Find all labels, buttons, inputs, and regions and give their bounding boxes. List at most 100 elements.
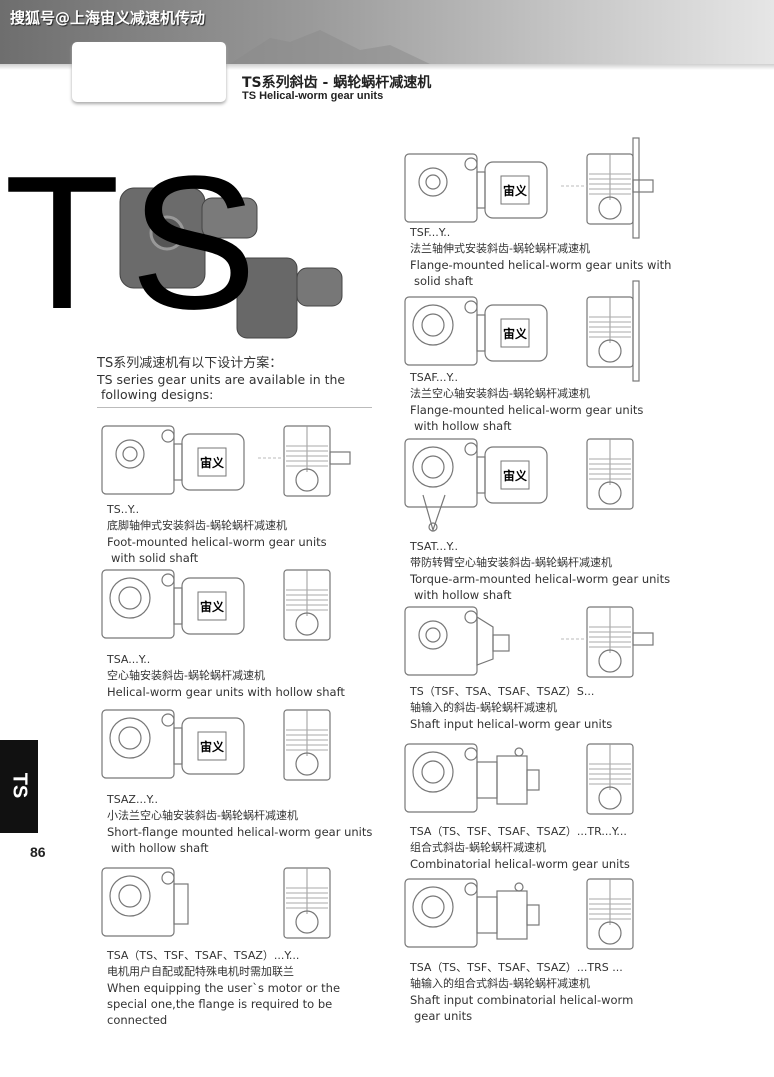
model-code-text: TSA（TS、TSF、TSAF、TSAZ）...Y... bbox=[107, 949, 300, 962]
mountain-decoration bbox=[230, 30, 430, 64]
intro-en-1: TS series gear units are available in th… bbox=[97, 372, 346, 387]
model-en-text: Torque-arm-mounted helical-worm gear uni… bbox=[410, 572, 671, 586]
model-code-text: TS..Y.. bbox=[107, 503, 140, 516]
model-description: TSF...Y.. 法兰轴伸式安装斜齿-蜗轮蜗杆减速机 Flange-mounted… bbox=[410, 225, 671, 289]
output-bore bbox=[109, 577, 151, 619]
gear-housing bbox=[101, 425, 175, 495]
motor-brand-label: 宙义 bbox=[503, 183, 528, 198]
output-bore bbox=[115, 439, 145, 469]
motor-brand-label: 宙义 bbox=[200, 455, 225, 470]
model-cn-text: 轴输入的组合式斜齿-蜗轮蜗杆减速机 bbox=[410, 977, 590, 990]
motor-body bbox=[181, 717, 245, 775]
end-view-drawing bbox=[586, 280, 640, 382]
side-view-drawing: 宙义 bbox=[404, 153, 548, 223]
motor-brand-label: 宙义 bbox=[200, 599, 225, 614]
model-code-text: TSAT...Y.. bbox=[410, 540, 458, 553]
model-en-text: When equipping the user`s motor or the bbox=[107, 981, 341, 995]
model-en-text: with hollow shaft bbox=[414, 588, 512, 602]
model-en-text: with hollow shaft bbox=[111, 841, 209, 855]
end-view-drawing bbox=[586, 878, 634, 950]
end-view-drawing bbox=[283, 569, 331, 641]
model-description: TSA（TS、TSF、TSAF、TSAZ）...TR...Y... 组合式斜齿-蜗… bbox=[410, 824, 630, 872]
model-code-text: TS（TSF、TSA、TSAF、TSAZ）S... bbox=[410, 685, 595, 698]
model-en-text: Combinatorial helical-worm gear units bbox=[410, 857, 630, 871]
model-en-text: Helical-worm gear units with hollow shaf… bbox=[107, 685, 345, 699]
intro-divider bbox=[97, 407, 372, 408]
side-view-drawing bbox=[404, 878, 540, 948]
model-cn-text: 轴输入的斜齿-蜗轮蜗杆减速机 bbox=[410, 701, 557, 714]
model-cn-text: 底脚轴伸式安装斜齿-蜗轮蜗杆减速机 bbox=[107, 519, 287, 532]
motor-brand-label: 宙义 bbox=[503, 468, 528, 483]
model-cn-text: 空心轴安装斜齿-蜗轮蜗杆减速机 bbox=[107, 669, 265, 682]
model-description: TSAT...Y.. 带防转臂空心轴安装斜齿-蜗轮蜗杆减速机 Torque-arm-… bbox=[410, 539, 670, 603]
page-title-en: TS Helical-worm gear units bbox=[242, 90, 384, 102]
model-en-text: connected bbox=[107, 1013, 168, 1027]
model-code-text: TSA（TS、TSF、TSAF、TSAZ）...TR...Y... bbox=[410, 825, 627, 838]
model-en-text: Foot-mounted helical-worm gear units bbox=[107, 535, 327, 549]
side-view-drawing bbox=[404, 606, 510, 676]
motor-body bbox=[181, 433, 245, 491]
model-cn-text: 法兰轴伸式安装斜齿-蜗轮蜗杆减速机 bbox=[410, 242, 590, 255]
model-description: TS（TSF、TSA、TSAF、TSAZ）S... 轴输入的斜齿-蜗轮蜗杆减速机 S… bbox=[410, 684, 612, 732]
model-en-text: Short-flange mounted helical-worm gear u… bbox=[107, 825, 373, 839]
end-view-drawing bbox=[561, 137, 654, 239]
model-description: TS..Y.. 底脚轴伸式安装斜齿-蜗轮蜗杆减速机 Foot-mounted hel… bbox=[107, 502, 327, 566]
gear-housing bbox=[404, 153, 478, 223]
side-view-drawing: 宙义 bbox=[101, 569, 245, 639]
model-code-text: TSA...Y.. bbox=[107, 653, 151, 666]
model-en-text: with solid shaft bbox=[111, 551, 199, 565]
motor-body bbox=[484, 161, 548, 219]
motor-body bbox=[484, 446, 548, 504]
header-divider bbox=[0, 64, 774, 70]
end-view-drawing bbox=[586, 743, 634, 815]
intro-en-2: following designs: bbox=[101, 387, 214, 402]
model-code-text: TSAZ...Y.. bbox=[107, 793, 158, 806]
model-cn-text: 电机用户自配或配特殊电机时需加联兰 bbox=[107, 965, 294, 978]
model-en-text: Flange-mounted helical-worm gear units w… bbox=[410, 258, 672, 272]
output-bore bbox=[412, 446, 454, 488]
flange bbox=[632, 280, 640, 382]
model-cn-text: 小法兰空心轴安装斜齿-蜗轮蜗杆减速机 bbox=[107, 809, 298, 822]
end-view-drawing bbox=[283, 867, 331, 939]
intro-cn: TS系列减速机有以下设计方案： bbox=[97, 356, 283, 371]
model-en-text: Flange-mounted helical-worm gear units bbox=[410, 403, 644, 417]
section-tab-label: TS bbox=[8, 772, 31, 799]
side-view-drawing: 宙义 bbox=[101, 425, 245, 495]
output-bore bbox=[418, 167, 448, 197]
motor-brand-label: 宙义 bbox=[503, 326, 528, 341]
model-en-text: with hollow shaft bbox=[414, 419, 512, 433]
model-description: TSA（TS、TSF、TSAF、TSAZ）...Y... 电机用户自配或配特殊电机… bbox=[107, 948, 340, 1028]
model-description: TSA（TS、TSF、TSAF、TSAZ）...TRS ... 轴输入的组合式斜齿… bbox=[410, 960, 633, 1024]
output-shaft bbox=[329, 451, 351, 465]
end-view-drawing bbox=[561, 606, 654, 678]
watermark: 搜狐号@上海宙义减速机传动 bbox=[10, 9, 206, 27]
motor-body bbox=[484, 304, 548, 362]
input-shaft bbox=[492, 634, 510, 652]
end-view-drawing bbox=[586, 438, 634, 510]
header-tab-box bbox=[72, 42, 226, 102]
torque-arm bbox=[422, 494, 446, 533]
model-en-text: Shaft input combinatorial helical-worm bbox=[410, 993, 634, 1007]
large-ts-overlay: TS bbox=[4, 137, 267, 349]
output-bore bbox=[412, 886, 454, 928]
model-cn-text: 法兰空心轴安装斜齿-蜗轮蜗杆减速机 bbox=[410, 387, 590, 400]
side-view-drawing: 宙义 bbox=[404, 438, 548, 533]
end-view-drawing bbox=[258, 425, 351, 497]
model-code-text: TSA（TS、TSF、TSAF、TSAZ）...TRS ... bbox=[410, 961, 623, 974]
motor-brand-label: 宙义 bbox=[200, 739, 225, 754]
gear-housing bbox=[404, 606, 478, 676]
output-bore bbox=[412, 304, 454, 346]
model-description: TSAZ...Y.. 小法兰空心轴安装斜齿-蜗轮蜗杆减速机 Short-flange… bbox=[107, 792, 372, 856]
model-cn-text: 组合式斜齿-蜗轮蜗杆减速机 bbox=[410, 841, 546, 854]
model-description: TSAF...Y.. 法兰空心轴安装斜齿-蜗轮蜗杆减速机 Flange-mounte… bbox=[410, 370, 643, 434]
page-title-cn: TS系列斜齿 - 蜗轮蜗杆减速机 bbox=[242, 75, 432, 91]
model-code-text: TSAF...Y.. bbox=[410, 371, 458, 384]
page-number: 86 bbox=[30, 844, 46, 860]
output-bore bbox=[109, 717, 151, 759]
model-cn-text: 带防转臂空心轴安装斜齿-蜗轮蜗杆减速机 bbox=[410, 556, 612, 569]
model-en-text: Shaft input helical-worm gear units bbox=[410, 717, 613, 731]
output-shaft bbox=[632, 632, 654, 646]
model-code-text: TSF...Y.. bbox=[410, 226, 451, 239]
model-en-text: solid shaft bbox=[414, 274, 474, 288]
